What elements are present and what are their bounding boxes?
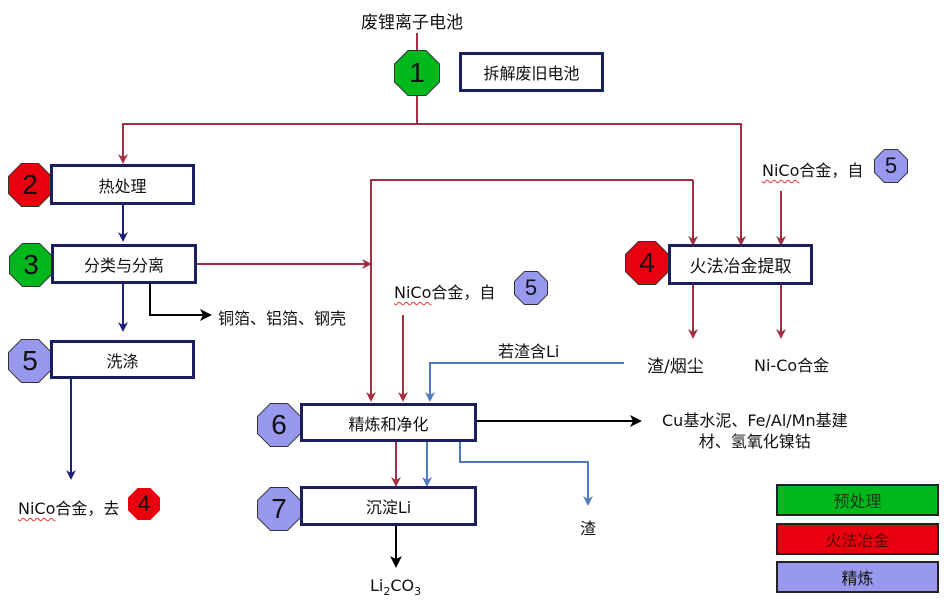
step5-box[interactable]: 洗涤 (50, 340, 195, 379)
source-label: 废锂离子电池 (361, 13, 463, 33)
nico-alloy-label: Ni-Co合金 (754, 356, 830, 375)
legend-pretreatment: 预处理 (776, 484, 939, 516)
ref5-badge-mid: 5 (515, 272, 547, 304)
legend-pyrometallurgy: 火法冶金 (776, 523, 939, 555)
line-split-to-step2 (118, 123, 417, 164)
nico-from-5-label-mid: NiCo合金，自 (394, 279, 495, 303)
step7-badge: 7 (258, 488, 300, 530)
step4-box[interactable]: 火法冶金提取 (668, 244, 813, 285)
byproducts-line1: Cu基水泥、Fe/Al/Mn基建 (662, 411, 848, 430)
byproducts-line2: 材、氢氧化镍钴 (698, 432, 811, 451)
line-step6-to-slag (459, 442, 593, 506)
step1-badge: 1 (395, 51, 439, 95)
step3-badge: 3 (10, 244, 52, 286)
step2-badge: 2 (9, 164, 51, 206)
step6-box[interactable]: 精炼和净化 (300, 403, 477, 442)
li2co3-sub3: 3 (414, 585, 422, 599)
nico-text: NiCo (762, 161, 800, 180)
line-split-to-step4 (417, 123, 746, 246)
slag-dust-label: 渣/烟尘 (647, 357, 704, 377)
li2co3-li: Li (370, 576, 384, 595)
step1-box[interactable]: 拆解废旧电池 (459, 52, 604, 92)
line-step3-to-foils (149, 284, 212, 321)
legend-refining: 精炼 (776, 561, 939, 593)
nico-suffix-text: 合金，自 (431, 283, 496, 302)
step3-box[interactable]: 分类与分离 (51, 244, 197, 284)
nico-to-4-label: NiCo合金，去 (18, 495, 119, 519)
nico-text: NiCo (394, 283, 432, 302)
step6-badge: 6 (258, 404, 300, 446)
step5-badge: 5 (9, 340, 51, 382)
slag-label: 渣 (580, 519, 597, 538)
step4-badge: 4 (626, 242, 668, 284)
line-slagli-to-step6 (425, 362, 624, 402)
step2-box[interactable]: 热处理 (50, 164, 195, 205)
foils-label: 铜箔、铝箔、钢壳 (218, 309, 347, 328)
nico-text: NiCo (18, 499, 56, 518)
li2co3-sub2: 2 (383, 585, 391, 599)
line-loop-to-step6 (366, 179, 693, 402)
li2co3-label: Li2CO3 (370, 576, 421, 598)
ref4-badge: 4 (128, 488, 160, 520)
step7-box[interactable]: 沉淀Li (300, 486, 477, 526)
ref5-badge-top: 5 (875, 150, 907, 182)
byproducts-label: Cu基水泥、Fe/Al/Mn基建 材、氢氧化镍钴 (662, 410, 848, 452)
nico-suffix-text: 合金，自 (799, 161, 864, 180)
li2co3-co: CO (390, 576, 415, 595)
nico-suffix-text: 合金，去 (55, 499, 120, 518)
nico-from-5-label-top: NiCo合金，自 (762, 157, 863, 181)
slag-li-label: 若渣含Li (498, 342, 560, 361)
